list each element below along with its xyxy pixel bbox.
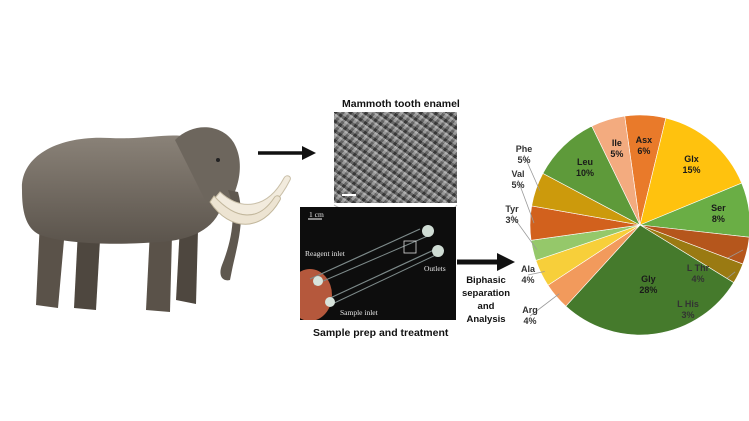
pie-leader-line <box>511 214 538 250</box>
sem-micrograph <box>334 112 457 203</box>
pie-slice-gly <box>565 224 735 336</box>
sem-title: Mammoth tooth enamel <box>342 98 460 110</box>
sample-prep-caption: Sample prep and treatment <box>313 327 449 339</box>
biphasic-line-3: and <box>477 301 495 312</box>
biphasic-caption: Biphasic separation and Analysis <box>458 274 514 326</box>
microfluidic-device-photo: 1 cm Reagent inlet Sample inlet Outlets <box>300 207 456 320</box>
reagent-inlet-label: Reagent inlet <box>305 249 345 258</box>
sem-scale-bar <box>342 194 356 196</box>
scale-label: 1 cm <box>309 210 324 219</box>
arrow-right-icon <box>457 253 515 271</box>
pie-leader-line <box>523 154 541 191</box>
arrow-right-icon <box>258 146 316 160</box>
biphasic-line-4: Analysis <box>466 314 506 325</box>
pie-slice-ile <box>591 115 641 226</box>
pie-slice-glx <box>639 117 743 226</box>
outlets-label: Outlets <box>424 264 446 273</box>
pie-leader-line <box>517 179 535 224</box>
pie-leader-line <box>527 271 545 276</box>
pie-leader-line <box>529 293 560 317</box>
biphasic-line-2: separation <box>461 288 511 299</box>
mammoth-illustration <box>21 127 291 312</box>
sample-inlet-label: Sample inlet <box>340 308 378 317</box>
biphasic-line-1: Biphasic <box>466 275 506 286</box>
